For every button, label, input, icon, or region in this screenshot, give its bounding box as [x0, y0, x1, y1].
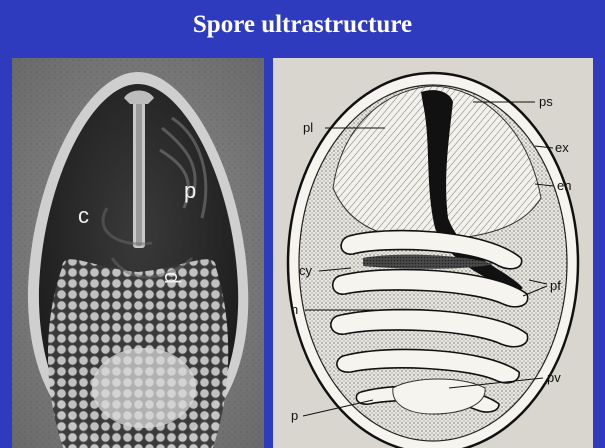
micrograph-label-c: c: [78, 203, 89, 228]
micrograph-panel: c p p: [12, 58, 264, 448]
diagram-label-n: n: [291, 302, 298, 317]
diagram-label-ex: ex: [555, 140, 569, 155]
diagram-label-cy: cy: [299, 263, 313, 278]
micrograph-label-pl: p: [184, 178, 196, 203]
micrograph-label-p: p: [157, 272, 182, 284]
diagram-label-pv: pv: [547, 370, 561, 385]
diagram-label-p: p: [291, 408, 298, 423]
diagram-label-pf: pf: [550, 278, 561, 293]
diagram-label-en: en: [557, 178, 571, 193]
diagram-label-ps: ps: [539, 94, 553, 109]
diagram-label-pl: pl: [303, 120, 313, 135]
micrograph-image: c p p: [12, 58, 264, 448]
slide-title: Spore ultrastructure: [0, 0, 605, 50]
diagram-panel: pl ps ex en cy pf n pv p: [273, 58, 593, 448]
diagram-image: pl ps ex en cy pf n pv p: [273, 58, 593, 448]
